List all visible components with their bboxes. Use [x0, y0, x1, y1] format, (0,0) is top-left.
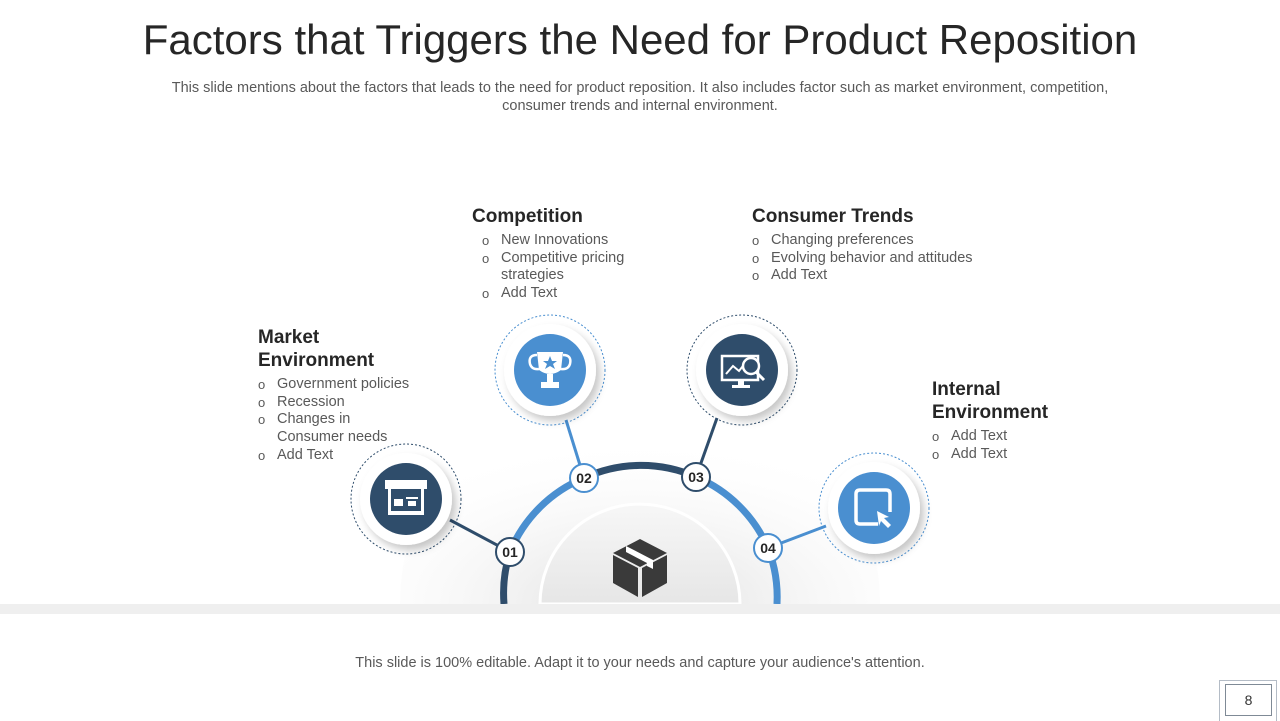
cursor-box-icon — [854, 488, 892, 528]
number-badges: 01 02 03 04 — [495, 462, 783, 567]
list-item: Add Text — [932, 446, 1048, 464]
analytics-monitor-icon — [720, 354, 766, 388]
badge-03-label: 03 — [688, 469, 704, 485]
page-number: 8 — [1225, 684, 1272, 716]
list-item: Add Text — [482, 285, 624, 303]
factor-04-list: Add Text Add Text — [932, 428, 1048, 463]
factor-02-title: Competition — [472, 206, 583, 227]
factor-04-title: Internal Environment — [932, 378, 1048, 424]
factor-04-title-line-1: Internal — [932, 379, 1001, 400]
factor-01-title-line-1: Market — [258, 327, 320, 348]
list-item: Recession — [258, 394, 409, 412]
list-item: Add Text — [932, 428, 1048, 446]
factor-03-text: Consumer Trends Changing preferences Evo… — [752, 205, 973, 285]
badge-01-label: 01 — [502, 544, 518, 560]
trophy-icon — [528, 352, 572, 388]
slide-subtitle: This slide mentions about the factors th… — [160, 79, 1120, 115]
factor-04-title-line-2: Environment — [932, 402, 1049, 423]
badge-03: 03 — [681, 462, 711, 492]
list-item-continuation: strategies — [501, 267, 564, 284]
badge-01: 01 — [495, 537, 525, 567]
factor-01-title-line-2: Environment — [258, 350, 375, 371]
factor-03-list: Changing preferences Evolving behavior a… — [752, 232, 973, 285]
factor-02-icon-circle — [494, 314, 606, 426]
factor-01-list: Government policies Recession Changes in… — [258, 376, 409, 465]
subtitle-line-2: consumer trends and internal environment… — [502, 98, 778, 114]
list-item: Evolving behavior and attitudes — [752, 250, 973, 268]
factor-01-title: Market Environment — [258, 326, 409, 372]
subtitle-line-1: This slide mentions about the factors th… — [171, 80, 1109, 96]
slide-title: Factors that Triggers the Need for Produ… — [142, 16, 1138, 63]
footer-text: This slide is 100% editable. Adapt it to… — [355, 655, 925, 671]
badge-02: 02 — [569, 463, 599, 493]
package-box-icon — [613, 539, 667, 597]
list-item: New Innovations — [482, 232, 624, 250]
footer-divider — [0, 604, 1280, 614]
page-number-frame — [1219, 680, 1277, 721]
factor-03-title: Consumer Trends — [752, 206, 914, 227]
list-item: Competitive pricing — [482, 250, 624, 268]
factor-03-icon-circle — [686, 314, 798, 426]
factor-01-icon-circle — [350, 443, 462, 555]
factor-02-text: Competition New Innovations Competitive … — [472, 205, 624, 303]
list-item: Add Text — [752, 267, 973, 285]
store-icon — [385, 480, 427, 515]
list-item-continuation: Consumer needs — [277, 429, 388, 446]
list-item: Government policies — [258, 376, 409, 394]
badge-04-label: 04 — [760, 540, 776, 556]
list-item: Add Text — [258, 447, 409, 465]
badge-02-label: 02 — [576, 470, 592, 486]
factor-04-text: Internal Environment Add Text Add Text — [932, 378, 1048, 463]
list-item: Changing preferences — [752, 232, 973, 250]
factor-02-list: New Innovations Competitive pricing stra… — [472, 232, 624, 303]
factor-01-text: Market Environment Government policies R… — [258, 326, 409, 465]
badge-04: 04 — [753, 533, 783, 563]
factor-04-icon-circle — [818, 452, 930, 564]
list-item: Changes in — [258, 411, 409, 429]
